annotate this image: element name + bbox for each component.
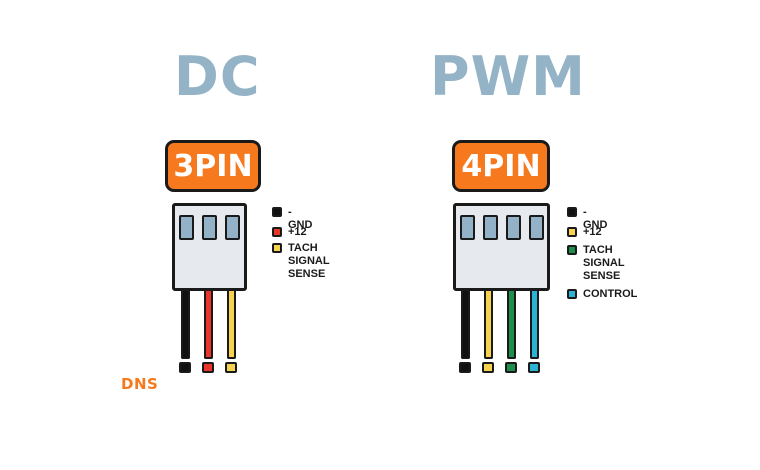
dns-logo: DNS	[121, 375, 159, 393]
color-swatch	[567, 227, 577, 237]
legend-label: +12	[583, 226, 602, 238]
wire-12v	[204, 291, 213, 359]
wire-tip-gnd	[459, 362, 471, 373]
legend-label: +12	[288, 226, 307, 238]
color-swatch	[567, 245, 577, 255]
legend-label: CONTROL	[583, 288, 638, 300]
wire-tip-12v	[202, 362, 214, 373]
pin-slot	[506, 215, 521, 240]
legend-item-tach: TACH SIGNAL SENSE	[567, 244, 625, 283]
legend-item-tach: TACH SIGNAL SENSE	[272, 242, 330, 281]
legend-label: -GND	[288, 206, 313, 231]
wire-gnd	[461, 291, 470, 359]
pin-slot	[225, 215, 240, 240]
legend-item-gnd: -GND	[272, 206, 312, 232]
wire-tip-gnd	[179, 362, 191, 373]
legend-label: TACH SIGNAL SENSE	[288, 242, 330, 280]
wire-tip-12v	[482, 362, 494, 373]
legend-item-12v: +12	[272, 226, 307, 239]
pwm-title: PWM	[430, 45, 586, 108]
wire-tip-control	[528, 362, 540, 373]
wire-tach	[227, 291, 236, 359]
pin-slot	[483, 215, 498, 240]
pin-slot	[179, 215, 194, 240]
legend-item-gnd: -GND	[567, 206, 607, 232]
legend-item-12v: +12	[567, 226, 602, 239]
4pin-badge: 4PIN	[452, 140, 550, 192]
pin-slot	[529, 215, 544, 240]
legend-label: TACH SIGNAL SENSE	[583, 244, 625, 282]
color-swatch	[272, 207, 282, 217]
wire-tip-tach	[505, 362, 517, 373]
3pin-housing	[172, 203, 247, 291]
legend-item-control: CONTROL	[567, 288, 637, 301]
legend-label: -GND	[583, 206, 608, 231]
4pin-housing	[453, 203, 550, 291]
pin-slot	[202, 215, 217, 240]
wire-control	[530, 291, 539, 359]
wire-tach	[507, 291, 516, 359]
wire-12v	[484, 291, 493, 359]
wire-gnd	[181, 291, 190, 359]
3pin-badge: 3PIN	[165, 140, 261, 192]
pin-slot	[460, 215, 475, 240]
color-swatch	[567, 207, 577, 217]
wire-tip-tach	[225, 362, 237, 373]
color-swatch	[272, 227, 282, 237]
color-swatch	[272, 243, 282, 253]
dc-title: DC	[174, 45, 261, 108]
color-swatch	[567, 289, 577, 299]
